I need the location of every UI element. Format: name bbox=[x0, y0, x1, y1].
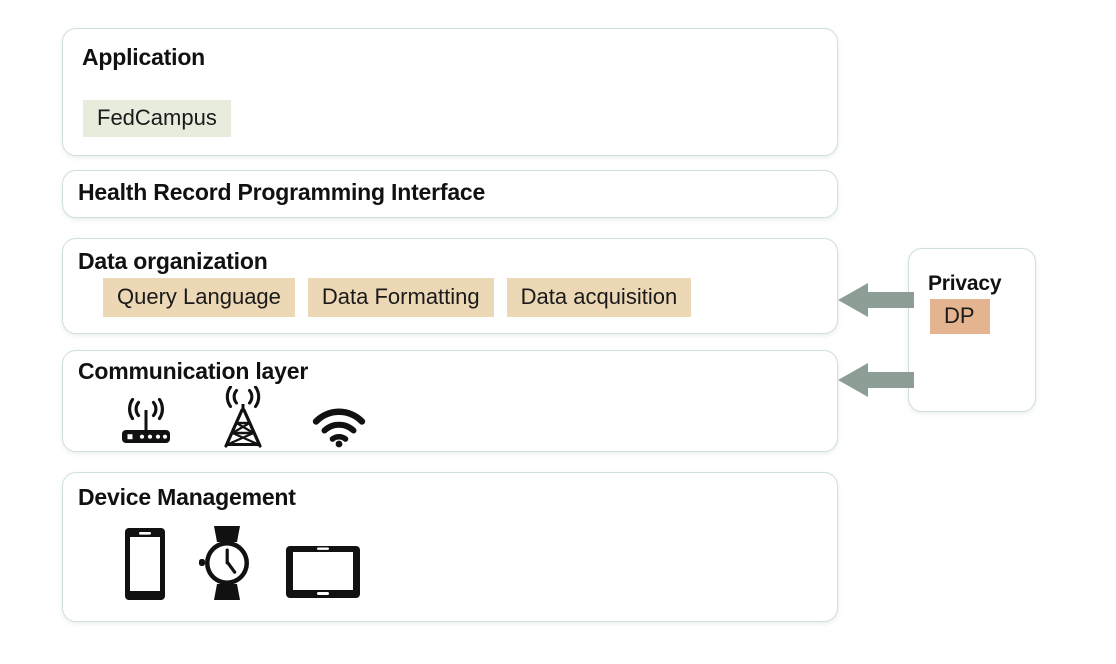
layer-card-communication-layer bbox=[62, 350, 838, 452]
side-panel-title-privacy: Privacy bbox=[928, 272, 1002, 295]
chip-dp: DP bbox=[930, 299, 990, 335]
chip-data-acquisition: Data acquisition bbox=[506, 278, 692, 318]
layer-card-device-management bbox=[62, 472, 838, 622]
layer-title-data-organization: Data organization bbox=[78, 248, 268, 274]
wifi-icon bbox=[312, 406, 366, 448]
smartwatch-icon bbox=[196, 524, 256, 602]
arrow-privacy-to-communication-layer bbox=[838, 363, 914, 397]
arrow-privacy-to-data-organization bbox=[838, 283, 914, 317]
cell-tower-icon bbox=[214, 385, 272, 448]
layer-title-health-record-programming-interface: Health Record Programming Interface bbox=[78, 179, 486, 205]
chip-data-formatting: Data Formatting bbox=[307, 278, 494, 318]
layer-card-health-record-programming-interface bbox=[62, 170, 838, 218]
smartphone-icon bbox=[122, 526, 168, 602]
layer-title-application: Application bbox=[82, 44, 206, 70]
chip-fedcampus: FedCampus bbox=[83, 100, 231, 138]
tablet-icon bbox=[284, 540, 362, 602]
layer-title-device-management: Device Management bbox=[78, 484, 296, 510]
chip-query-language: Query Language bbox=[103, 278, 295, 318]
device-icon-row bbox=[122, 524, 362, 602]
data-organization-chip-row: Query Language Data Formatting Data acqu… bbox=[103, 278, 692, 318]
layer-title-communication-layer: Communication layer bbox=[78, 358, 309, 384]
communication-icon-row bbox=[118, 385, 366, 448]
router-icon bbox=[118, 396, 174, 448]
